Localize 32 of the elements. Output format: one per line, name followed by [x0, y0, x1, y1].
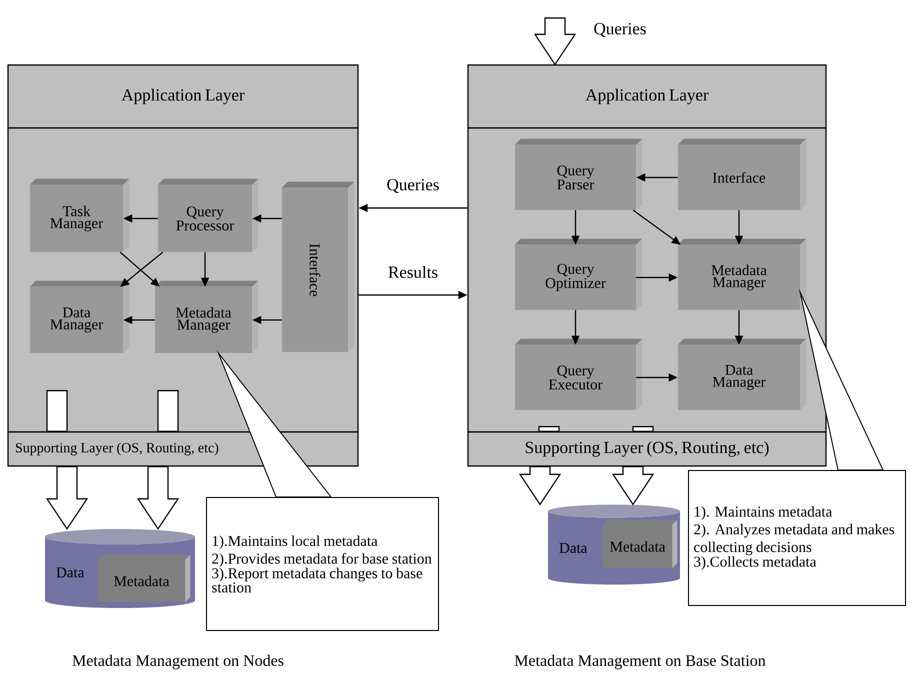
edge-label: Results: [386, 265, 440, 279]
callout-box: 1).Maintains local metadata 2).Provides metadata for base station 3).Report metadata changes to base station: [206, 497, 439, 631]
module-box: Query Optimizer: [514, 238, 642, 310]
module-box: Interface: [282, 182, 354, 352]
module-box: Task Manager: [30, 178, 130, 252]
pipe-connector: [538, 426, 560, 432]
module-box: Data Manager: [30, 280, 130, 354]
edge-label: Queries: [592, 22, 648, 38]
pipe-connector: [46, 390, 68, 432]
figure-caption: Metadata Management on Base Station: [514, 654, 766, 670]
layer-band: Supporting Layer (OS, Routing, etc): [467, 431, 827, 467]
block-arrow: [46, 466, 88, 530]
module-box: Query Parser: [514, 138, 642, 210]
block-arrow: [136, 466, 180, 530]
block-arrow: [518, 466, 562, 506]
module-box: Metadata: [98, 554, 190, 602]
layer-band: Application Layer: [7, 64, 359, 129]
block-arrow: [612, 466, 654, 506]
module-box: Data Manager: [678, 338, 806, 410]
block-arrow: [534, 17, 576, 66]
pipe-connector: [632, 426, 654, 432]
layer-band: Application Layer: [467, 64, 827, 129]
module-box: Interface: [678, 138, 806, 210]
module-box: Metadata: [602, 520, 678, 568]
figure-caption: Metadata Management on Nodes: [72, 654, 284, 670]
module-box: Metadata Manager: [154, 280, 258, 354]
pipe-connector: [157, 390, 179, 432]
module-box: Query Processor: [158, 178, 258, 252]
callout-box: 1). Maintains metadata 2). Analyzes metadata and makes collecting decisions 3).Collects metadata: [688, 470, 906, 606]
edge-label: Queries: [386, 178, 440, 194]
module-box: Query Executor: [514, 338, 642, 410]
module-box: Metadata Manager: [678, 238, 806, 310]
